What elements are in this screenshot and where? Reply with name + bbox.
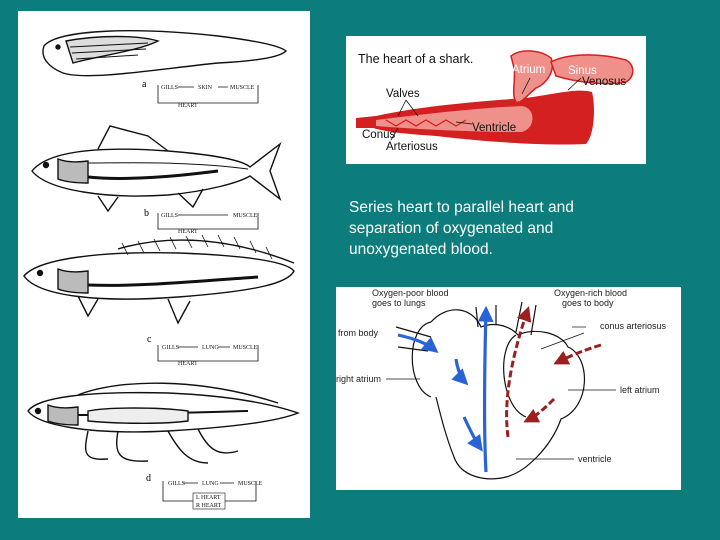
fish-b-letter: b [144, 208, 149, 219]
label-left-atrium: left atrium [620, 385, 660, 395]
svg-text:GILLS: GILLS [162, 345, 179, 351]
caption-line-2: separation of oxygenated and [349, 220, 554, 237]
shark-heart-diagram: The heart of a shark. Atrium Sinus Venos… [356, 50, 634, 153]
svg-text:HEART: HEART [178, 103, 198, 109]
label-conus: Conus [362, 129, 395, 141]
svg-text:R HEART: R HEART [196, 503, 221, 509]
svg-text:HEART: HEART [178, 229, 198, 235]
flow-d: GILLS LUNG MUSCLE L HEART R HEART [162, 481, 263, 510]
label-atrium: Atrium [512, 64, 545, 76]
svg-text:GILLS: GILLS [161, 213, 178, 219]
label-sinus: Sinus [568, 65, 597, 77]
caption-line-1: Series heart to parallel heart and [349, 199, 574, 216]
label-from-body: from body [338, 328, 379, 338]
shark-heart-panel: The heart of a shark. Atrium Sinus Venos… [346, 36, 646, 164]
caption-line-3: unoxygenated blood. [349, 241, 493, 258]
svg-text:GILLS: GILLS [168, 481, 185, 487]
svg-text:LUNG: LUNG [202, 345, 219, 351]
flow-b: GILLS MUSCLE HEART [157, 213, 259, 235]
heart-label-lines [386, 326, 616, 460]
svg-text:GILLS: GILLS [161, 85, 178, 91]
label-valves: Valves [386, 88, 420, 100]
heart-circulation-panel: Oxygen-poor blood goes to lungs Oxygen-r… [336, 287, 681, 490]
flow-a: GILLS SKIN MUSCLE HEART [157, 85, 259, 109]
svg-text:MUSCLE: MUSCLE [233, 345, 258, 351]
caption-text: Series heart to parallel heart and separ… [349, 197, 649, 260]
label-oxygen-poor-2: goes to lungs [372, 298, 426, 308]
label-oxygen-rich-1: Oxygen-rich blood [554, 288, 627, 298]
label-conus-arteriosus: conus arteriosus [600, 321, 667, 331]
svg-text:LUNG: LUNG [202, 481, 219, 487]
fish-d-letter: d [146, 473, 151, 484]
oxygen-poor-flow [397, 305, 494, 473]
label-ventricle-heart: ventricle [578, 454, 612, 464]
shark-heart-shape [356, 50, 634, 145]
label-oxygen-rich-2: goes to body [562, 298, 614, 308]
fish-c-letter: c [147, 334, 152, 345]
label-arteriosus: Arteriosus [386, 141, 438, 153]
oxygen-rich-flow [505, 306, 602, 438]
svg-text:SKIN: SKIN [198, 85, 213, 91]
svg-text:MUSCLE: MUSCLE [233, 213, 258, 219]
svg-text:L HEART: L HEART [196, 495, 221, 501]
fish-a-drawing [42, 30, 288, 77]
label-ventricle: Ventricle [472, 122, 516, 134]
label-oxygen-poor-1: Oxygen-poor blood [372, 288, 449, 298]
heart-labels: Oxygen-poor blood goes to lungs Oxygen-r… [336, 288, 667, 464]
shark-heart-labels: The heart of a shark. Atrium Sinus Venos… [358, 52, 626, 153]
svg-text:MUSCLE: MUSCLE [230, 85, 255, 91]
label-right-atrium: right atrium [336, 374, 381, 384]
svg-text:HEART: HEART [178, 361, 198, 367]
svg-text:MUSCLE: MUSCLE [238, 481, 263, 487]
fish-a-letter: a [142, 79, 147, 90]
fish-d-drawing [27, 382, 300, 464]
label-venosus: Venosus [582, 76, 626, 88]
heart-circulation-diagram: Oxygen-poor blood goes to lungs Oxygen-r… [336, 288, 667, 480]
circulation-diagram-panel: a GILLS SKIN MUSCLE HEART b GILLS MUSCLE… [18, 11, 310, 518]
shark-label-arrows [390, 77, 582, 141]
fish-c-drawing [23, 234, 295, 325]
fish-b-drawing [31, 125, 282, 213]
shark-heart-title: The heart of a shark. [358, 52, 473, 66]
heart-outline [395, 301, 586, 480]
flow-c: GILLS LUNG MUSCLE HEART [157, 345, 259, 367]
circulation-diagram: a GILLS SKIN MUSCLE HEART b GILLS MUSCLE… [23, 30, 300, 510]
